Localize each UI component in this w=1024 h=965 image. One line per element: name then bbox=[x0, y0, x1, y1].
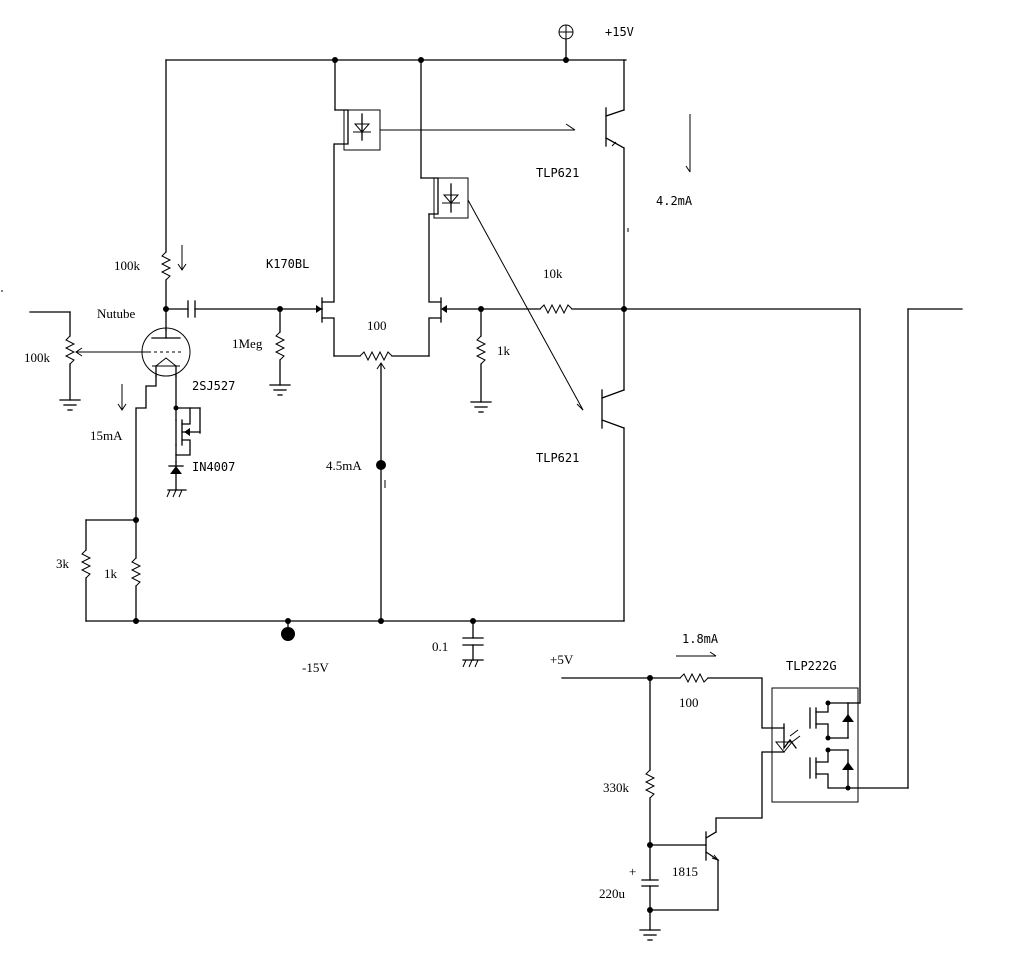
plate-resistor bbox=[160, 59, 187, 331]
label-delay-resistor: 330k bbox=[603, 780, 630, 795]
label-plate-resistor: 100k bbox=[114, 258, 141, 273]
label-k170bl: K170BL bbox=[266, 257, 309, 271]
label-input-pot: 100k bbox=[24, 350, 51, 365]
label-bypass-cap: 0.1 bbox=[432, 639, 448, 654]
relay-tlp222g bbox=[771, 687, 859, 803]
diode-in4007 bbox=[166, 461, 187, 498]
label-plus5v: +5V bbox=[550, 652, 574, 667]
labels: +15V -15V +5V 100k Nutube 100k 15mA K170… bbox=[24, 25, 837, 901]
balance-pot bbox=[333, 350, 430, 622]
label-1k: 1k bbox=[104, 566, 118, 581]
label-gate-resistor: 1Meg bbox=[232, 336, 263, 351]
label-in4007: IN4007 bbox=[192, 460, 235, 474]
label-tlp621-top: TLP621 bbox=[536, 166, 579, 180]
label-2sj527: 2SJ527 bbox=[192, 379, 235, 393]
label-3k: 3k bbox=[56, 556, 70, 571]
label-1815: 1815 bbox=[672, 864, 698, 879]
relay-drive-circuit bbox=[561, 651, 785, 941]
output-current-arrow bbox=[685, 114, 691, 173]
feedback-network bbox=[446, 303, 861, 413]
label-delay-cap: 220u bbox=[599, 886, 626, 901]
gate-resistor-1meg bbox=[269, 308, 291, 396]
output-lines bbox=[847, 308, 963, 789]
label-plus15v: +15V bbox=[605, 25, 634, 39]
label-gate2-resistor: 1k bbox=[497, 343, 511, 358]
jfet-right bbox=[428, 213, 447, 357]
minus15v-rail bbox=[85, 618, 625, 641]
input-potentiometer bbox=[1, 290, 148, 411]
label-cap-plus: + bbox=[629, 864, 636, 879]
label-ccs-current: 4.5mA bbox=[326, 458, 362, 473]
tube-current-arrow bbox=[117, 384, 127, 411]
opto-transistor-bot bbox=[601, 389, 625, 622]
coupling-capacitor bbox=[165, 300, 323, 318]
label-minus15v: -15V bbox=[302, 660, 329, 675]
jfet-left bbox=[316, 143, 335, 357]
plus15v-rail bbox=[165, 24, 627, 63]
label-led-resistor: 100 bbox=[679, 695, 699, 710]
label-feedback-resistor: 10k bbox=[543, 266, 563, 281]
label-nutube: Nutube bbox=[97, 306, 136, 321]
opto-led-mid bbox=[420, 59, 584, 411]
opto-transistor-top bbox=[605, 59, 629, 391]
label-relay-current: 1.8mA bbox=[682, 632, 719, 646]
cathode-resistors bbox=[80, 517, 142, 622]
nutube bbox=[135, 327, 191, 521]
label-tube-current: 15mA bbox=[90, 428, 123, 443]
bypass-capacitor bbox=[462, 620, 484, 668]
opto-led-top bbox=[334, 59, 576, 151]
ccs-fet-2sj527 bbox=[173, 405, 201, 463]
label-tlp621-bot: TLP621 bbox=[536, 451, 579, 465]
label-tlp222g: TLP222G bbox=[786, 659, 837, 673]
label-out-current: 4.2mA bbox=[656, 194, 693, 208]
label-balance-pot: 100 bbox=[367, 318, 387, 333]
